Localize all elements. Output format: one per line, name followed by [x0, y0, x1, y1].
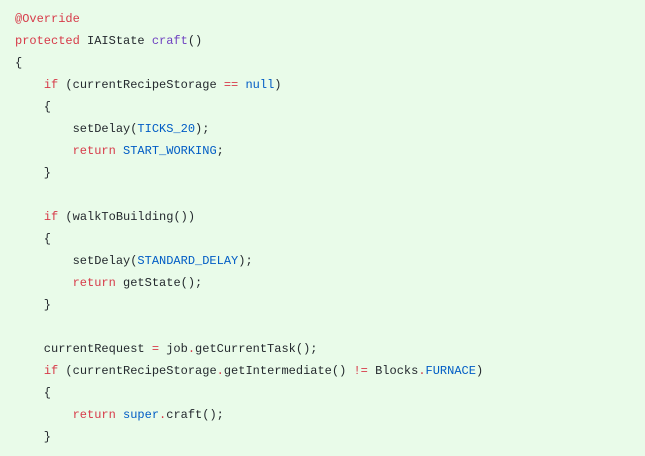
code-line: { [15, 96, 483, 118]
code-line: protected IAIState craft() [15, 30, 483, 52]
code-line: if (currentRecipeStorage == null) [15, 74, 483, 96]
code-view: @Override protected IAIState craft() { if … [15, 8, 483, 448]
code-token [15, 408, 73, 422]
code-token: { [15, 56, 23, 70]
code-token: = [151, 342, 160, 356]
code-line: @Override [15, 8, 483, 30]
code-token: { [15, 100, 52, 114]
code-token: ); [238, 254, 253, 268]
code-token: ); [195, 122, 210, 136]
code-token: } [15, 166, 52, 180]
code-token: null [245, 78, 275, 92]
code-token: setDelay( [15, 122, 138, 136]
code-token: getCurrentTask(); [195, 342, 318, 356]
code-token: () [187, 34, 203, 48]
code-token [116, 144, 123, 158]
code-token: (walkToBuilding()) [58, 210, 196, 224]
code-token: super [123, 408, 160, 422]
code-token: return [72, 408, 116, 422]
code-token: . [187, 342, 196, 356]
code-token: START_WORKING [123, 144, 217, 158]
code-line: { [15, 52, 483, 74]
code-token: . [418, 364, 426, 378]
code-token [15, 144, 73, 158]
code-token [15, 78, 44, 92]
code-token [15, 276, 73, 290]
code-token: { [15, 232, 52, 246]
code-token: craft(); [166, 408, 224, 422]
code-line [15, 184, 483, 206]
code-token: job [159, 342, 188, 356]
code-token: (currentRecipeStorage [58, 364, 217, 378]
code-token: } [15, 298, 52, 312]
code-line: setDelay(TICKS_20); [15, 118, 483, 140]
code-line: return getState(); [15, 272, 483, 294]
code-token: ; [216, 144, 224, 158]
code-token [15, 210, 44, 224]
code-token: return [72, 276, 116, 290]
code-token: Blocks [367, 364, 419, 378]
code-token: getState(); [115, 276, 203, 290]
code-token: ) [274, 78, 282, 92]
code-token: (currentRecipeStorage [58, 78, 224, 92]
code-line: { [15, 228, 483, 250]
code-token: return [72, 144, 116, 158]
code-line: { [15, 382, 483, 404]
code-token: ) [475, 364, 484, 378]
code-line: } [15, 426, 483, 448]
code-token: setDelay( [15, 254, 138, 268]
code-token [15, 364, 44, 378]
code-token: STANDARD_DELAY [137, 254, 239, 268]
code-token: if [43, 364, 59, 378]
code-token: == [223, 78, 239, 92]
code-token: IAIState [79, 34, 152, 48]
code-token: if [43, 210, 59, 224]
code-token: craft [151, 34, 188, 48]
code-line: currentRequest = job.getCurrentTask(); [15, 338, 483, 360]
code-token: . [159, 408, 167, 422]
code-line: if (currentRecipeStorage.getIntermediate… [15, 360, 483, 382]
code-token: } [15, 430, 52, 444]
code-line: if (walkToBuilding()) [15, 206, 483, 228]
code-token: TICKS_20 [137, 122, 196, 136]
code-line: return START_WORKING; [15, 140, 483, 162]
code-token: if [43, 78, 59, 92]
code-token [116, 408, 123, 422]
code-line [15, 316, 483, 338]
code-token: protected [15, 34, 80, 48]
code-line: return super.craft(); [15, 404, 483, 426]
code-token: { [15, 386, 52, 400]
code-token: != [353, 364, 368, 378]
code-token: @Override [15, 12, 80, 26]
code-line: setDelay(STANDARD_DELAY); [15, 250, 483, 272]
code-line: } [15, 162, 483, 184]
code-line: } [15, 294, 483, 316]
code-token: FURNACE [425, 364, 476, 378]
code-token: getIntermediate() [223, 364, 354, 378]
code-token: . [216, 364, 224, 378]
code-token: currentRequest [15, 342, 152, 356]
